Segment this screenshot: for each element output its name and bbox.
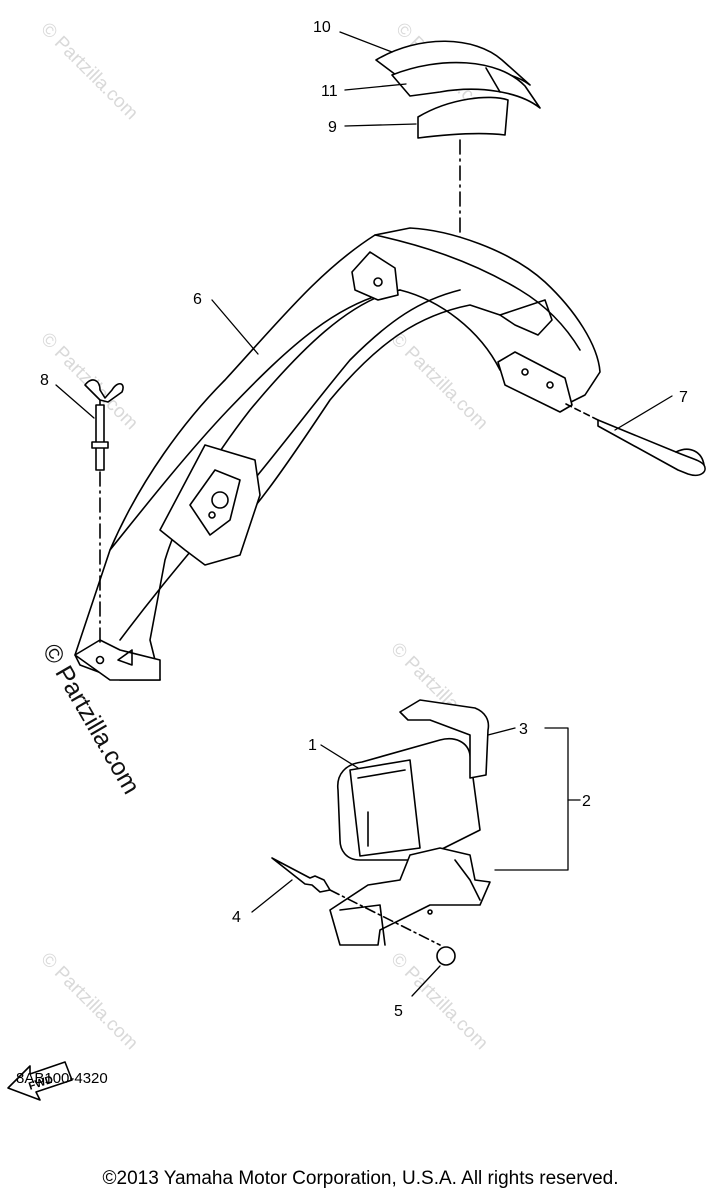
part-3-band xyxy=(399,699,490,779)
part-2-holder xyxy=(329,847,491,946)
rear-fender xyxy=(74,227,601,681)
leader-9 xyxy=(344,123,417,127)
copyright-notice: ©2013 Yamaha Motor Corporation, U.S.A. A… xyxy=(102,1168,619,1189)
callout-9: 9 xyxy=(328,119,337,136)
center-line-rod xyxy=(565,403,599,421)
watermark-7: © Partzilla.com xyxy=(386,949,491,1054)
callout-4: 4 xyxy=(232,909,241,926)
fwd-arrow-icon xyxy=(7,1061,73,1101)
leader-4 xyxy=(251,879,293,913)
part-4-screw xyxy=(271,857,331,893)
callout-6: 6 xyxy=(193,291,202,308)
part-5-nut xyxy=(436,946,456,966)
reflector-assembly xyxy=(375,40,541,139)
part-8-wing-bolt xyxy=(84,379,124,471)
leader-11 xyxy=(344,83,407,91)
diagram-code: 8AB100-4320 xyxy=(16,1070,108,1087)
leader-5 xyxy=(411,965,441,997)
part-7-rod xyxy=(597,419,706,477)
watermark-4: © Partzilla.com xyxy=(386,329,491,434)
callout-10: 10 xyxy=(313,19,331,36)
part-9-plate xyxy=(417,96,509,139)
watermark-6: © Partzilla.com xyxy=(36,949,141,1054)
callout-2: 2 xyxy=(582,793,591,810)
leader-10 xyxy=(339,31,393,53)
callout-11: 11 xyxy=(321,83,338,100)
leader-bracket-2 xyxy=(494,727,569,871)
callout-5: 5 xyxy=(394,1003,403,1020)
leader-lines xyxy=(55,31,673,997)
leader-3 xyxy=(487,727,516,736)
leader-7 xyxy=(614,395,673,431)
callout-3: 3 xyxy=(519,721,528,738)
callout-1: 1 xyxy=(308,737,317,754)
center-line-screw xyxy=(329,889,441,946)
leader-8 xyxy=(55,384,95,419)
leader-1 xyxy=(320,744,359,769)
watermark-1: © Partzilla.com xyxy=(36,19,141,124)
callout-numbers: 10 11 9 6 8 7 1 3 2 4 5 xyxy=(40,19,688,1020)
callout-8: 8 xyxy=(40,372,49,389)
callout-7: 7 xyxy=(679,389,688,406)
part-11-reflector xyxy=(391,61,541,109)
leader-6 xyxy=(211,299,259,355)
part-1-box xyxy=(337,738,481,861)
